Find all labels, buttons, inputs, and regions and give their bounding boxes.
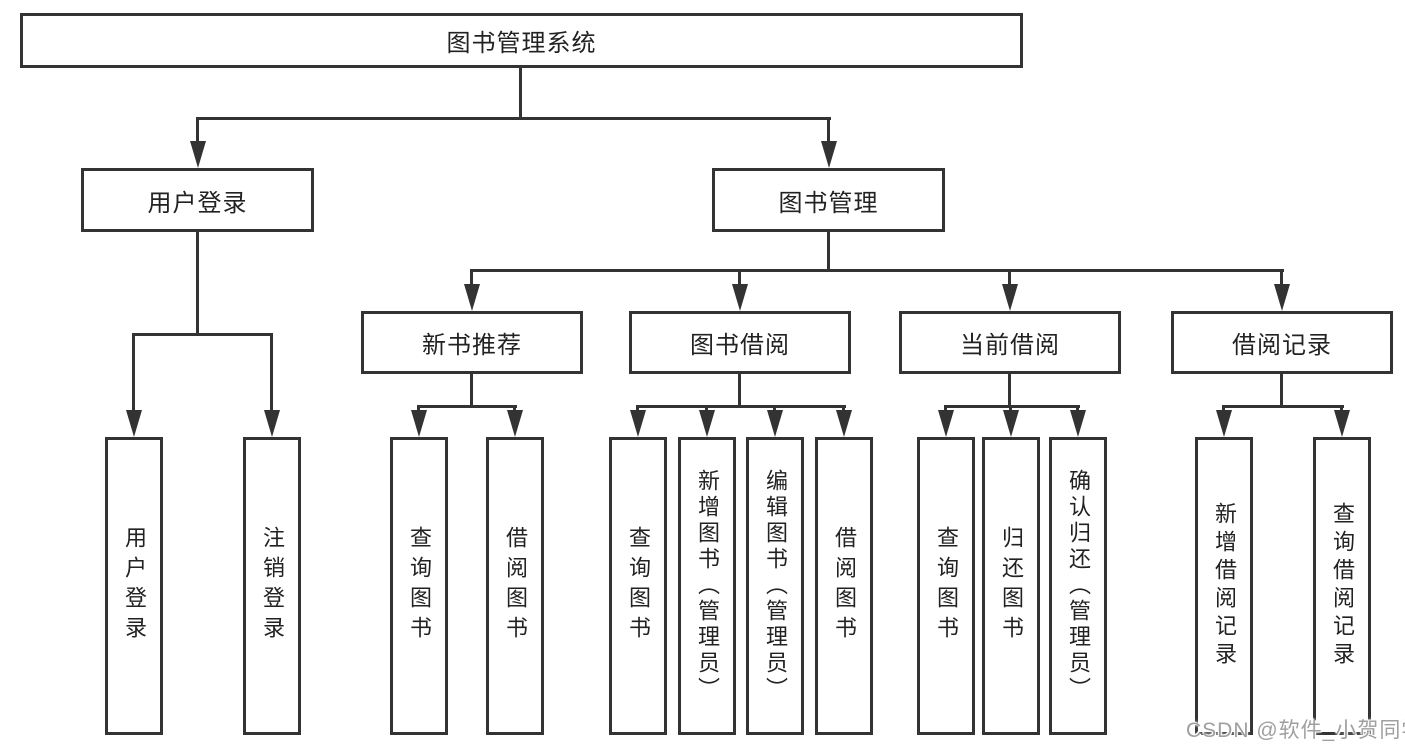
- arrowhead-down-icon: [630, 410, 646, 437]
- leaf-query-borrow-record: 查询借阅记录: [1313, 437, 1371, 735]
- arrowhead-down-icon: [699, 410, 715, 437]
- connector-borrowing-vline: [738, 374, 741, 407]
- connector-borrowing-drop-3: [773, 405, 776, 413]
- arrowhead-down-icon: [1070, 410, 1086, 437]
- leaf-add-borrow-record: 新增借阅记录: [1195, 437, 1253, 735]
- leaf-borrow-books-recommend: 借阅图书: [486, 437, 544, 735]
- node-user-login: 用户登录: [81, 168, 314, 232]
- leaf-edit-book-admin: 编辑图书（管理员）: [746, 437, 804, 735]
- connector-root-drop-left: [196, 117, 199, 145]
- connector-bookmgmt-drop-2: [738, 269, 741, 287]
- connector-userlogin-hline: [132, 333, 273, 336]
- connector-root-hline: [196, 117, 831, 120]
- leaf-query-books-current: 查询图书: [917, 437, 975, 735]
- connector-bookmgmt-drop-1: [470, 269, 473, 287]
- connector-root-drop-right: [827, 117, 830, 145]
- connector-borrowing-drop-4: [842, 405, 845, 413]
- connector-bookmgmt-drop-4: [1280, 269, 1283, 287]
- arrowhead-down-icon: [190, 141, 206, 168]
- node-borrowing-records: 借阅记录: [1171, 311, 1393, 374]
- arrowhead-down-icon: [1274, 284, 1290, 311]
- connector-current-drop-2: [1009, 405, 1012, 413]
- arrowhead-down-icon: [732, 284, 748, 311]
- arrowhead-down-icon: [767, 410, 783, 437]
- leaf-user-login: 用户登录: [105, 437, 163, 735]
- leaf-return-books: 归还图书: [982, 437, 1040, 735]
- node-book-borrowing: 图书借阅: [629, 311, 851, 374]
- arrowhead-down-icon: [126, 410, 142, 437]
- arrowhead-down-icon: [264, 410, 280, 437]
- connector-records-hline: [1222, 405, 1344, 408]
- connector-current-drop-1: [944, 405, 947, 413]
- connector-records-drop-1: [1222, 405, 1225, 413]
- connector-newrec-drop-1: [417, 405, 420, 413]
- connector-current-hline: [944, 405, 1080, 408]
- connector-root-vline: [519, 68, 522, 118]
- connector-newrec-hline: [417, 405, 517, 408]
- arrowhead-down-icon: [507, 410, 523, 437]
- leaf-query-books-recommend: 查询图书: [390, 437, 448, 735]
- connector-bookmgmt-vline: [827, 232, 830, 272]
- node-current-borrowing: 当前借阅: [899, 311, 1121, 374]
- leaf-logout-login: 注销登录: [243, 437, 301, 735]
- node-new-book-recommend: 新书推荐: [361, 311, 583, 374]
- node-book-management: 图书管理: [712, 168, 945, 232]
- leaf-confirm-return-admin: 确认归还（管理员）: [1049, 437, 1107, 735]
- arrowhead-down-icon: [836, 410, 852, 437]
- arrowhead-down-icon: [1002, 284, 1018, 311]
- arrowhead-down-icon: [1003, 410, 1019, 437]
- arrowhead-down-icon: [464, 284, 480, 311]
- connector-borrowing-drop-2: [705, 405, 708, 413]
- connector-records-drop-2: [1340, 405, 1343, 413]
- connector-borrowing-drop-1: [636, 405, 639, 413]
- connector-newrec-vline: [470, 374, 473, 407]
- arrowhead-down-icon: [1334, 410, 1350, 437]
- connector-userlogin-drop-2: [270, 333, 273, 413]
- arrowhead-down-icon: [821, 141, 837, 168]
- connector-bookmgmt-hline: [470, 269, 1284, 272]
- connector-bookmgmt-drop-3: [1008, 269, 1011, 287]
- arrowhead-down-icon: [1216, 410, 1232, 437]
- leaf-borrow-books-borrowing: 借阅图书: [815, 437, 873, 735]
- connector-current-vline: [1008, 374, 1011, 407]
- connector-records-vline: [1280, 374, 1283, 407]
- leaf-query-books-borrowing: 查询图书: [609, 437, 667, 735]
- arrowhead-down-icon: [938, 410, 954, 437]
- node-library-system: 图书管理系统: [20, 13, 1023, 68]
- connector-newrec-drop-2: [513, 405, 516, 413]
- connector-userlogin-vline: [196, 232, 199, 336]
- arrowhead-down-icon: [411, 410, 427, 437]
- leaf-add-book-admin: 新增图书（管理员）: [678, 437, 736, 735]
- connector-current-drop-3: [1076, 405, 1079, 413]
- watermark: CSDN @软件_小贺同学: [1186, 719, 1405, 742]
- connector-userlogin-drop-1: [132, 333, 135, 413]
- connector-borrowing-hline: [636, 405, 846, 408]
